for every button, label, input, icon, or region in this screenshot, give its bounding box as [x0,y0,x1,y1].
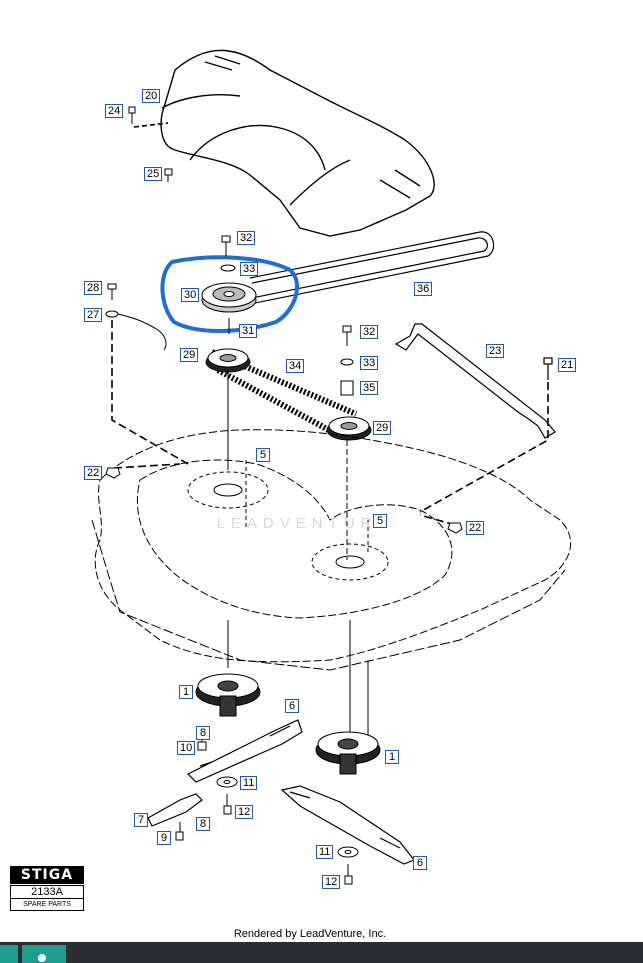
callout-part-34[interactable]: 34 [286,359,305,373]
callout-part-6[interactable]: 6 [285,699,299,713]
callout-part-22[interactable]: 22 [84,466,103,480]
spindle-1-left [195,673,261,717]
taskbar [0,942,643,963]
callout-part-28[interactable]: 28 [84,281,103,295]
callout-part-8[interactable]: 8 [196,726,210,740]
app-dot-icon [38,954,46,962]
callout-part-31[interactable]: 31 [239,324,258,338]
callout-part-6[interactable]: 6 [413,856,427,870]
belt-cover [160,49,435,237]
watermark: LEADVENTURE [217,515,394,532]
bolt-28 [105,283,167,351]
callout-part-11[interactable]: 11 [316,845,334,859]
spindle-1-right [315,731,381,775]
nut-22-right [447,522,463,534]
bolt-12-left [223,794,232,815]
callout-part-5[interactable]: 5 [256,448,270,462]
blade-7 [147,793,203,827]
nut-25 [164,168,173,182]
nut-22-left [105,467,121,479]
leader-lines [111,320,549,526]
callout-part-12[interactable]: 12 [322,875,341,889]
diagram-code: 2133A [10,885,84,899]
callout-part-30[interactable]: 30 [181,288,200,302]
callout-part-29[interactable]: 29 [180,348,199,362]
bolt-9 [175,822,184,841]
callout-part-5[interactable]: 5 [373,514,387,528]
callout-part-22[interactable]: 22 [466,521,485,535]
logo-subtitle: SPARE PARTS [10,899,84,911]
pulley-30 [201,235,257,334]
callout-part-1[interactable]: 1 [179,685,193,699]
washer-11-right [337,846,359,858]
callout-part-7[interactable]: 7 [134,813,148,827]
screw-24 [128,106,169,128]
pulley-29-left [205,348,251,373]
callout-part-27[interactable]: 27 [84,308,103,322]
bolt-32-right [340,325,354,560]
callout-part-8[interactable]: 8 [196,817,210,831]
mower-deck-exploded-diagram: LEADVENTURE [91,49,572,885]
callout-part-35[interactable]: 35 [360,381,379,395]
washer-11-left [216,776,238,788]
callout-part-23[interactable]: 23 [486,344,505,358]
pulley-29-right [326,416,372,441]
brand-name: STIGA [10,866,84,884]
callout-part-32[interactable]: 32 [360,325,379,339]
callout-part-36[interactable]: 36 [414,282,433,296]
mower-deck [91,429,572,671]
callout-part-25[interactable]: 25 [144,167,163,181]
highlight-circle [160,255,300,333]
callout-part-33[interactable]: 33 [360,356,379,370]
stiga-logo: STIGA 2133A SPARE PARTS [10,866,84,912]
blade-6-left [186,719,303,783]
callout-part-9[interactable]: 9 [157,831,171,845]
callout-part-1[interactable]: 1 [385,750,399,764]
credit-text: Rendered by LeadVenture, Inc. [233,928,387,940]
timing-belt-34 [210,349,358,439]
bolt-12-right [344,864,353,885]
callout-part-20[interactable]: 20 [142,89,161,103]
taskbar-button[interactable] [0,945,18,963]
callout-part-33[interactable]: 33 [240,262,259,276]
callout-part-32[interactable]: 32 [237,231,256,245]
callout-part-21[interactable]: 21 [558,358,577,372]
callout-part-12[interactable]: 12 [235,805,254,819]
callout-part-10[interactable]: 10 [177,741,196,755]
vertical-shafts [227,370,369,740]
belt-36 [239,231,495,307]
callout-part-11[interactable]: 11 [240,776,258,790]
callout-part-24[interactable]: 24 [105,104,124,118]
callout-part-29[interactable]: 29 [373,421,392,435]
taskbar-app-button[interactable] [22,945,66,963]
bracket-23 [394,323,556,439]
